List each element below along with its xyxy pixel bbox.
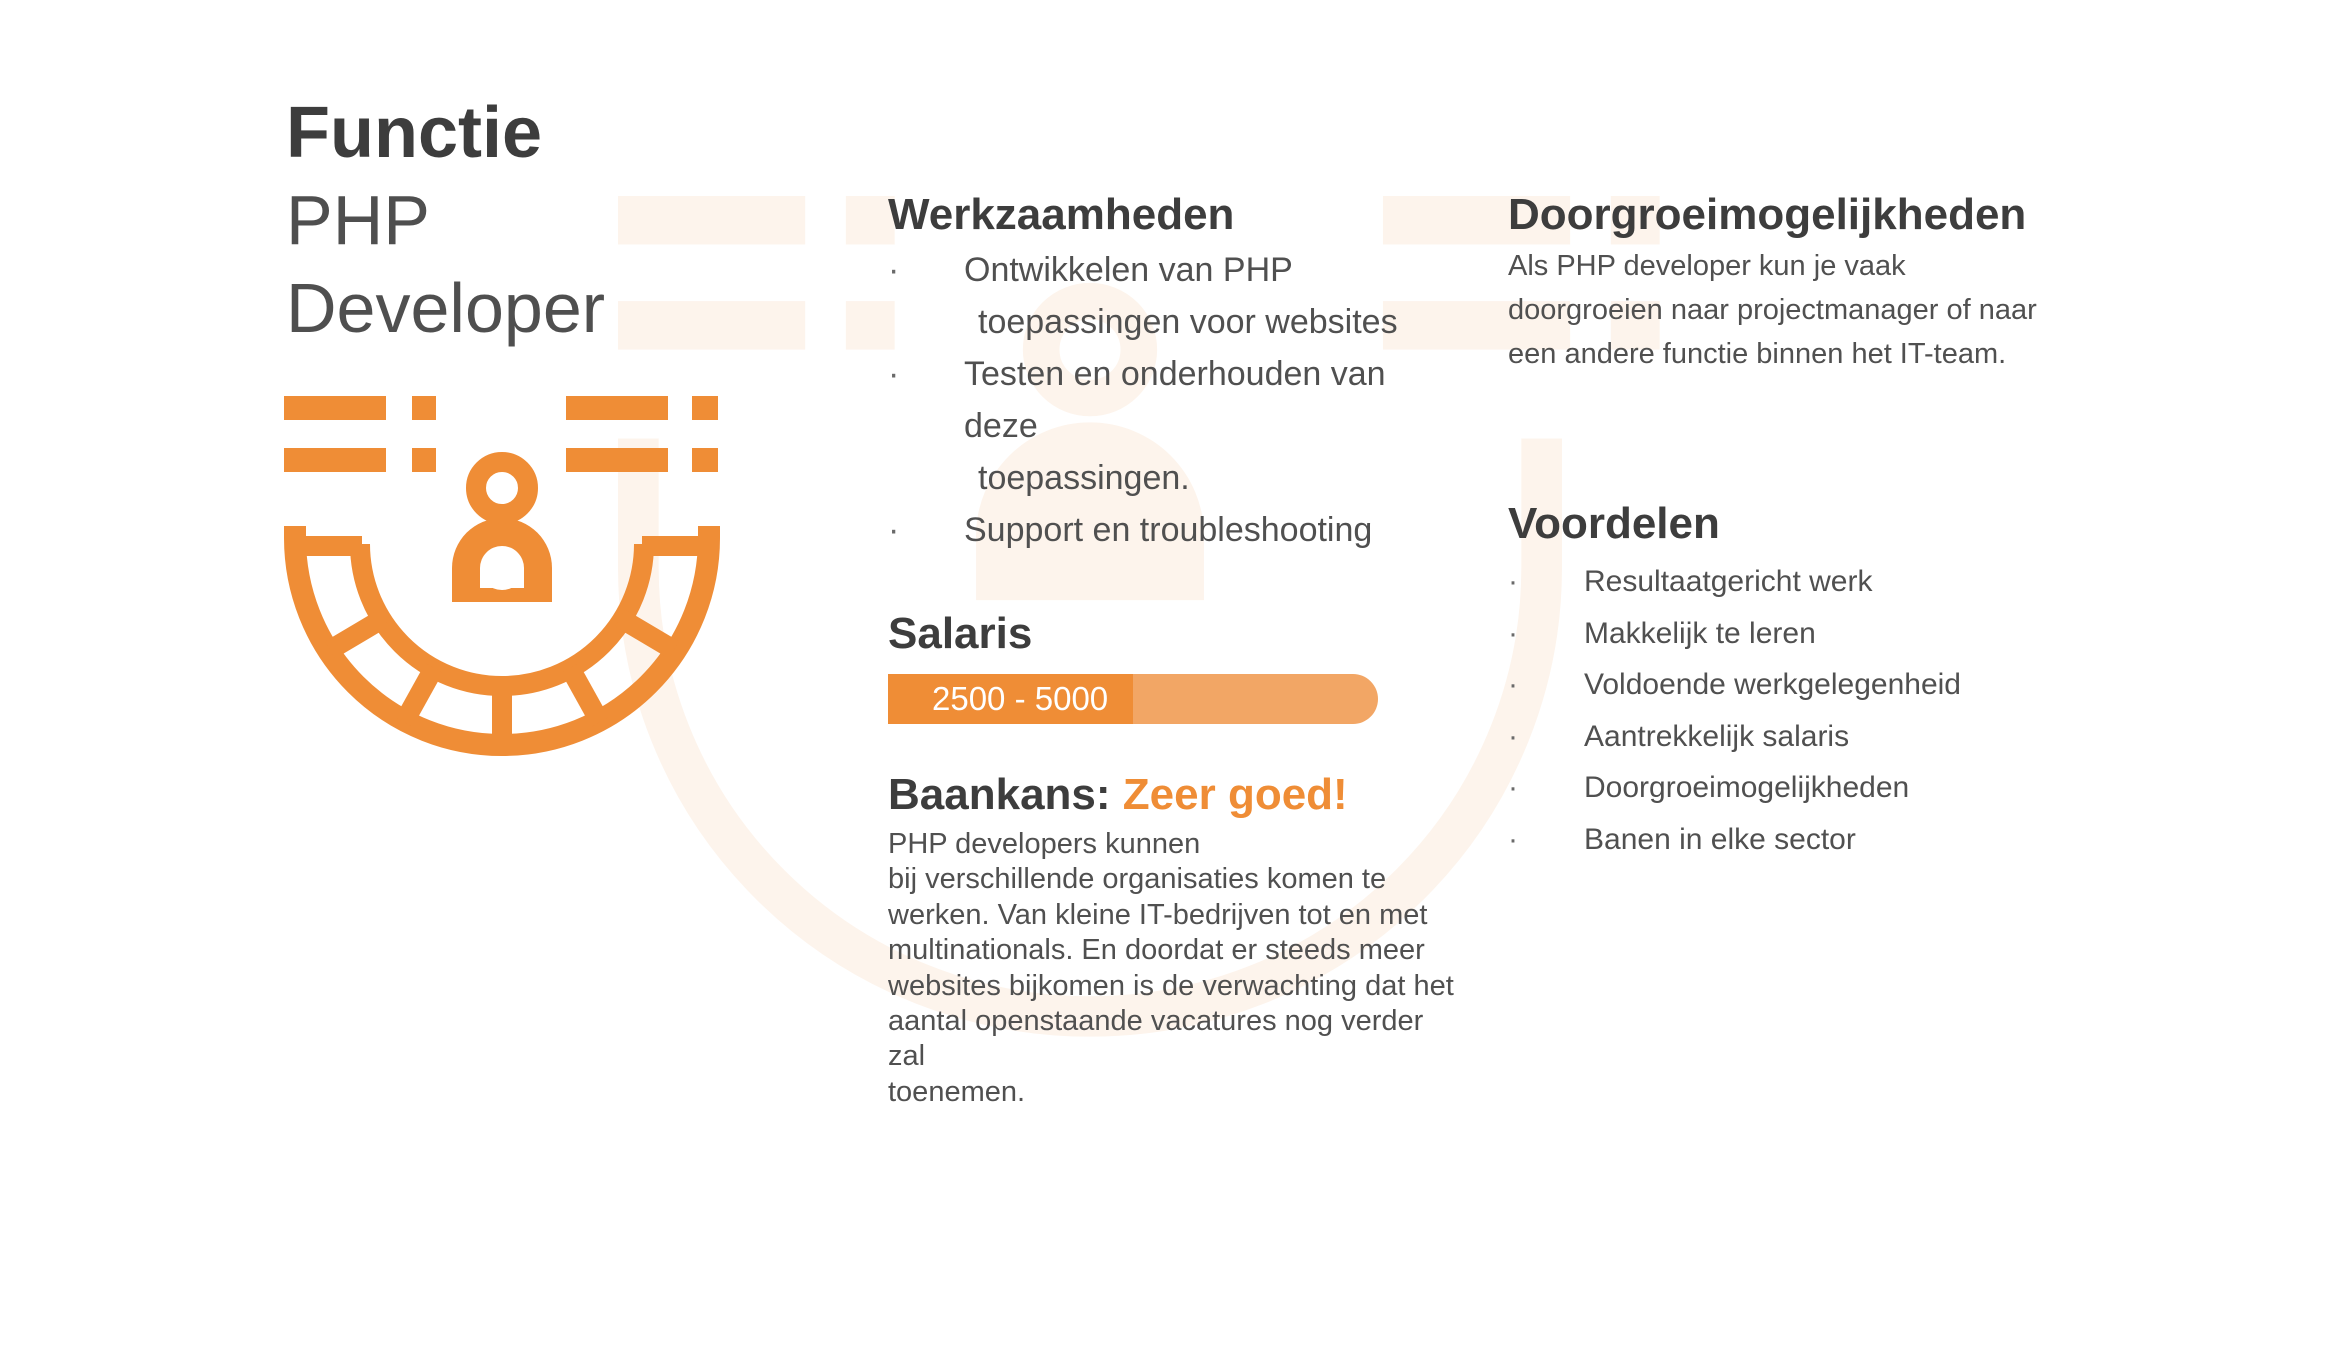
list-item-text-continued: toepassingen.: [978, 459, 1190, 497]
list-item-text: Doorgroeimogelijkheden: [1584, 771, 1910, 804]
bullet-icon: ·: [1508, 565, 1518, 598]
list-item: · Resultaatgericht werk: [1508, 556, 2068, 608]
baankans-line: bij verschillende organisaties komen te: [888, 863, 1387, 896]
salary-bar: 2500 - 5000: [888, 674, 1378, 724]
baankans-heading: Baankans: Zeer goed!: [888, 768, 1348, 822]
werkzaamheden-list: · Ontwikkelen van PHP toepassingen voor …: [888, 244, 1448, 556]
voordelen-heading: Voordelen: [1508, 499, 1720, 548]
page-title: Functie: [286, 93, 543, 173]
bullet-icon: ·: [1508, 822, 1518, 856]
baankans-line: toenemen.: [888, 1075, 1026, 1108]
doorgroei-text: Als PHP developer kun je vaak doorgroeie…: [1508, 250, 2037, 370]
bullet-icon: ·: [1508, 771, 1518, 804]
baankans-line: PHP developers kunnen: [888, 828, 1201, 860]
list-item: · Doorgroeimogelijkheden: [1508, 762, 2068, 814]
baankans-line: aantal openstaande vacatures nog verder …: [888, 1005, 1424, 1073]
list-item-text: Support en troubleshooting: [964, 511, 1373, 549]
list-item-text-continued: toepassingen voor websites: [978, 303, 1398, 341]
list-item-text: Makkelijk te leren: [1584, 616, 1816, 650]
salaris-heading: Salaris: [888, 609, 1033, 658]
doorgroei-heading: Doorgroeimogelijkheden: [1508, 190, 2027, 239]
baankans-text: PHP developers kunnen bij verschillende …: [888, 827, 1468, 1110]
baankans-label: Baankans:: [888, 770, 1111, 819]
salary-range-label: 2500 - 5000: [932, 680, 1109, 717]
baankans-rating: Zeer goed!: [1122, 770, 1348, 819]
werkzaamheden-heading: Werkzaamheden: [888, 190, 1235, 239]
list-item: · Support en troubleshooting: [888, 504, 1448, 556]
list-item-text: Voldoende werkgelegenheid: [1584, 668, 1961, 701]
job-title: PHP Developer: [286, 181, 606, 347]
list-item: · Aantrekkelijk salaris: [1508, 711, 2068, 763]
baankans-line: multinationals. En doordat er steeds mee…: [888, 934, 1425, 967]
list-item-text: Ontwikkelen van PHP: [964, 251, 1293, 289]
bullet-icon: ·: [888, 355, 900, 393]
list-item-text: Banen in elke sector: [1584, 822, 1856, 856]
background-watermark-icon: [618, 196, 1660, 1037]
baankans-line: websites bijkomen is de verwachting dat …: [888, 969, 1454, 1002]
list-item: · Banen in elke sector: [1508, 814, 2068, 866]
developer-wheel-icon: [284, 396, 720, 756]
salary-bar-fill: [888, 674, 1133, 724]
voordelen-list: · Resultaatgericht werk · Makkelijk te ler…: [1508, 556, 2068, 865]
bullet-icon: ·: [1508, 719, 1518, 753]
baankans-line: werken. Van kleine IT-bedrijven tot en m…: [888, 898, 1428, 931]
bullet-icon: ·: [888, 251, 900, 289]
list-item-text: Testen en onderhouden van deze: [964, 355, 1386, 445]
bullet-icon: ·: [1508, 668, 1518, 701]
bullet-icon: ·: [1508, 616, 1518, 650]
list-item-text: Aantrekkelijk salaris: [1584, 719, 1850, 753]
bullet-icon: ·: [888, 511, 900, 549]
list-item: · Voldoende werkgelegenheid: [1508, 659, 2068, 711]
list-item-text: Resultaatgericht werk: [1584, 565, 1873, 598]
list-item: · Testen en onderhouden van deze toepass…: [888, 348, 1448, 504]
list-item: · Makkelijk te leren: [1508, 608, 2068, 660]
list-item: · Ontwikkelen van PHP toepassingen voor …: [888, 244, 1448, 348]
